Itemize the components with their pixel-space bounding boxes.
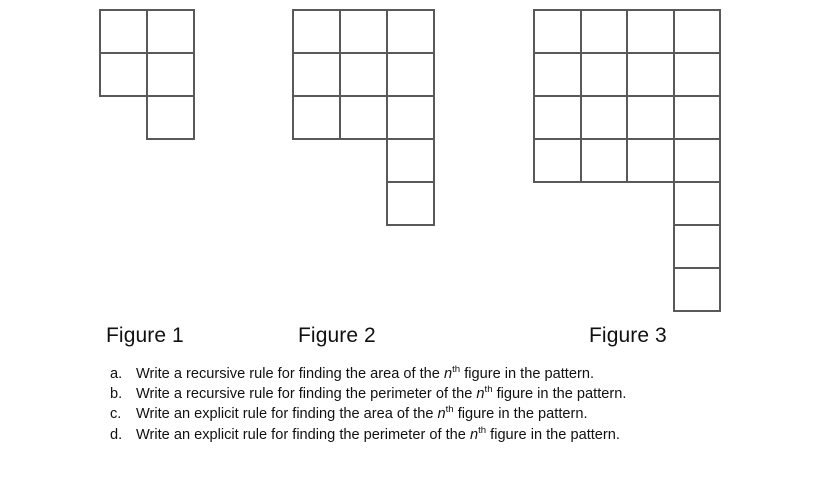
grid-cell: [672, 9, 721, 54]
ordinal-suffix: th: [484, 384, 493, 396]
grid-cell: [292, 95, 341, 140]
question-marker: b.: [110, 386, 123, 403]
grid-cell: [626, 95, 675, 140]
tail-cell: [672, 181, 721, 226]
grid-cell: [579, 138, 628, 183]
figure-3-label: Figure 3: [589, 324, 667, 347]
question-list: a. Write a recursive rule for finding the…: [110, 364, 810, 445]
question-text-prefix: Write a recursive rule for finding the p…: [136, 386, 477, 403]
grid-cell: [579, 9, 628, 54]
grid-cell: [579, 52, 628, 97]
question-item-b: b. Write a recursive rule for finding the…: [110, 384, 810, 404]
grid-cell: [626, 52, 675, 97]
question-text-suffix: figure in the pattern.: [460, 366, 594, 382]
grid-cell: [672, 95, 721, 140]
tail-cell: [672, 267, 721, 312]
question-marker: a.: [110, 366, 123, 382]
grid-cell: [579, 95, 628, 140]
ordinal-suffix: th: [445, 404, 454, 416]
question-marker: c.: [110, 406, 122, 423]
question-text: Write an explicit rule for finding the a…: [136, 404, 588, 424]
question-text: Write an explicit rule for finding the p…: [136, 425, 620, 445]
grid-cell: [533, 52, 582, 97]
grid-cell: [146, 9, 195, 54]
question-item-a: a. Write a recursive rule for finding the…: [110, 364, 810, 384]
figure-1-label: Figure 1: [106, 324, 184, 347]
tail-cell: [386, 181, 435, 226]
question-text: Write a recursive rule for finding the a…: [136, 364, 594, 384]
grid-cell: [386, 95, 435, 140]
variable-n: n: [469, 426, 479, 443]
grid-cell: [626, 9, 675, 54]
grid-cell: [626, 138, 675, 183]
grid-cell: [533, 95, 582, 140]
tail-cell: [146, 95, 195, 140]
grid-cell: [99, 9, 148, 54]
question-text-suffix: figure in the pattern.: [453, 406, 588, 423]
question-text-suffix: figure in the pattern.: [492, 386, 627, 403]
grid-cell: [146, 52, 195, 97]
grid-cell: [339, 9, 388, 54]
grid-cell: [292, 9, 341, 54]
question-text-prefix: Write a recursive rule for finding the a…: [136, 366, 444, 382]
grid-cell: [339, 95, 388, 140]
question-text: Write a recursive rule for finding the p…: [136, 384, 626, 404]
variable-n: n: [443, 366, 453, 382]
grid-cell: [386, 52, 435, 97]
ordinal-suffix: th: [478, 424, 487, 436]
grid-cell: [339, 52, 388, 97]
question-text-suffix: figure in the pattern.: [486, 426, 620, 443]
grid-cell: [672, 138, 721, 183]
tail-cell: [386, 138, 435, 183]
question-text-prefix: Write an explicit rule for finding the p…: [136, 426, 470, 443]
question-marker: d.: [110, 426, 123, 443]
question-item-d: d. Write an explicit rule for finding the…: [110, 425, 810, 445]
grid-cell: [672, 52, 721, 97]
grid-cell: [533, 138, 582, 183]
question-item-c: c. Write an explicit rule for finding the…: [110, 404, 810, 424]
ordinal-suffix: th: [452, 364, 461, 376]
grid-cell: [99, 52, 148, 97]
grid-cell: [533, 9, 582, 54]
tail-cell: [672, 224, 721, 269]
grid-cell: [386, 9, 435, 54]
variable-n: n: [476, 386, 485, 403]
figure-2-label: Figure 2: [298, 324, 376, 347]
question-text-prefix: Write an explicit rule for finding the a…: [136, 406, 438, 423]
variable-n: n: [437, 406, 446, 423]
grid-cell: [292, 52, 341, 97]
